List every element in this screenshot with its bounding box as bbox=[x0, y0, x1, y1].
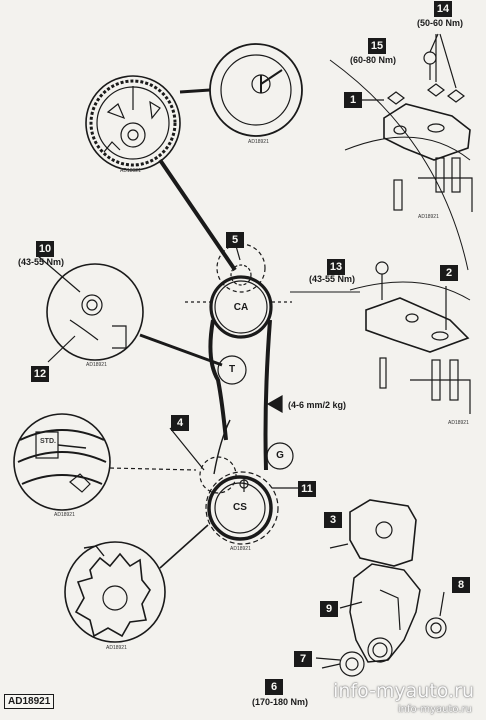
callout-6: 6 bbox=[265, 679, 283, 695]
camshaft-mark-detail bbox=[179, 43, 303, 137]
torque-spec-15: (60-80 Nm) bbox=[350, 55, 397, 65]
camshaft-pulley-label: CA bbox=[233, 302, 249, 313]
callout-3: 3 bbox=[324, 512, 342, 528]
fig-ref-cam-right: AD18921 bbox=[248, 139, 269, 145]
callout-14: 14 bbox=[434, 1, 452, 17]
fig-ref-bracket-mid: AD18921 bbox=[448, 420, 469, 426]
fig-ref-cam-left: AD18921 bbox=[120, 168, 141, 174]
lower-bracket-detail bbox=[290, 261, 471, 414]
callout-10: 10 bbox=[36, 241, 54, 257]
callout-1: 1 bbox=[344, 92, 362, 108]
callout-4: 4 bbox=[171, 415, 189, 431]
callout-7: 7 bbox=[294, 651, 312, 667]
callout-5: 5 bbox=[226, 232, 244, 248]
tensioner-pulley-label: T bbox=[228, 364, 236, 375]
crank-mark-text: STD. bbox=[40, 438, 56, 445]
crank-sprocket-detail bbox=[64, 524, 209, 643]
callout-9: 9 bbox=[320, 601, 338, 617]
callout-15: 15 bbox=[368, 38, 386, 54]
watermark-large: info-myauto.ru bbox=[333, 680, 474, 702]
belt-tension-spec: (4-6 mm/2 kg) bbox=[288, 400, 347, 410]
callout-12: 12 bbox=[31, 366, 49, 382]
fig-ref-sprocket: AD18921 bbox=[106, 645, 127, 651]
fig-ref-tensioner: AD18921 bbox=[86, 362, 107, 368]
timing-belt-route bbox=[169, 243, 298, 545]
callout-11: 11 bbox=[298, 481, 316, 497]
crankshaft-pulley-label: CS bbox=[233, 502, 247, 513]
tensioner-detail bbox=[37, 255, 223, 367]
torque-spec-13: (43-55 Nm) bbox=[309, 274, 356, 284]
callout-8: 8 bbox=[452, 577, 470, 593]
fig-ref-belt: AD18921 bbox=[230, 546, 251, 552]
torque-spec-6: (170-180 Nm) bbox=[252, 697, 309, 707]
front-cover-assembly bbox=[315, 499, 447, 677]
fig-ref-crank-mark: AD18921 bbox=[54, 512, 75, 518]
figure-reference: AD18921 bbox=[4, 694, 55, 709]
camshaft-pulley-detail bbox=[85, 75, 181, 171]
guide-pulley-label: G bbox=[276, 450, 284, 461]
callout-2: 2 bbox=[440, 265, 458, 281]
fig-ref-bracket-top: AD18921 bbox=[418, 214, 439, 220]
watermark-small: info-myauto.ru bbox=[397, 704, 472, 715]
crank-mark-detail bbox=[13, 413, 197, 511]
torque-spec-14: (50-60 Nm) bbox=[417, 18, 464, 28]
upper-bracket-detail bbox=[329, 33, 473, 271]
callout-13: 13 bbox=[327, 259, 345, 275]
torque-spec-10: (43-55 Nm) bbox=[18, 257, 65, 267]
